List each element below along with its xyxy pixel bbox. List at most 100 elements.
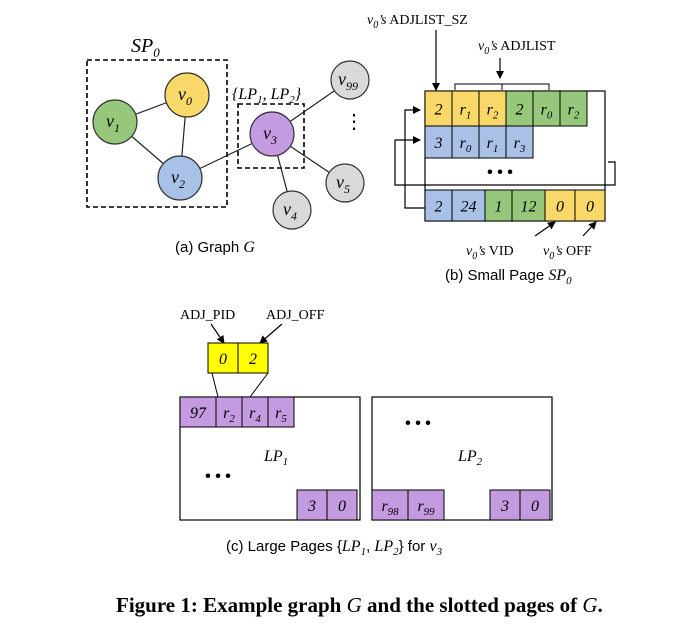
sp0-row2-cell-label-2: r1 (487, 135, 499, 155)
vertex-v1 (92, 99, 138, 145)
sp0-slot-cell-label-4: 0 (556, 199, 564, 216)
sp0-slot-cell-label-2: 1 (495, 199, 503, 216)
sp0-slot-cell-label-1: 24 (461, 199, 477, 216)
lp2-ellipsis: • • • (405, 415, 431, 432)
sp0-slot-cell-0 (424, 189, 453, 222)
label-vid: v0’s VID (466, 244, 514, 262)
label-adjlist: v0’s ADJLIST (478, 39, 556, 57)
sp0-slot-cell-4 (544, 189, 576, 222)
vertex-label-v5: v5 (336, 172, 350, 196)
lp1-slot-cell-1 (326, 489, 358, 521)
vertex-label-v3: v3 (263, 123, 277, 147)
figure-caption: Figure 1: Example graph G and the slotte… (116, 593, 603, 617)
sp0-slot-cell-5 (574, 189, 606, 222)
lp-dashed-box (237, 103, 305, 169)
lp1-row-cell-label-1: r2 (223, 405, 235, 425)
sp0-row1-cell-1 (451, 90, 480, 127)
vertex-label-v1: v1 (106, 111, 120, 135)
sp0-slot-cell-2 (484, 189, 513, 222)
sp0-row2-cell-label-1: r0 (460, 135, 472, 155)
vertex-v2 (157, 155, 203, 201)
sp0-row1-cell-2 (478, 90, 507, 127)
lp2-row-cell-1 (407, 489, 445, 521)
lp2-row: r98 r99 (371, 489, 445, 521)
lp1-row-cell-label-0: 97 (190, 405, 207, 422)
pointer-fan-right (249, 372, 269, 398)
vertex-v0 (164, 72, 210, 118)
lp2-slot-cell-1 (519, 489, 551, 521)
sp0-row1-cell-5 (559, 90, 588, 127)
lp1-slot-cell-label-1: 0 (338, 498, 346, 515)
sp0-row2-cell-3 (505, 125, 534, 159)
sp0-row1-cell-label-1: r1 (460, 102, 472, 122)
vertex-label-v99: v99 (338, 69, 358, 93)
sp0-slot-row: 2 24 1 12 0 0 (424, 189, 606, 222)
vertex-v5 (325, 163, 365, 203)
sp0-row1-cell-4 (532, 90, 561, 127)
adjlist-bracket (454, 83, 503, 90)
sp0-slot-cell-3 (511, 189, 546, 222)
sp0-row1-cell-label-2: r2 (487, 102, 499, 122)
lp2-row-cell-label-0: r98 (381, 498, 399, 518)
graph-ellipsis: ⋮ (344, 111, 364, 133)
sp0-dashed-box (86, 59, 228, 208)
lp1-row-cell-1 (215, 396, 243, 428)
arrow-off (582, 221, 597, 237)
adjlist-bracket-2 (502, 83, 550, 90)
pointer-fan-left (211, 372, 219, 398)
pointer-loop-right (394, 136, 616, 186)
arrow-vid (534, 221, 556, 237)
lp2-row-cell-0 (371, 489, 409, 521)
lp2-row-cell-label-1: r99 (417, 498, 435, 518)
vertex-label-v4: v4 (283, 199, 297, 223)
vertex-v99 (330, 60, 370, 100)
vertex-label-v2: v2 (171, 167, 185, 191)
sp0-slot-cell-label-0: 2 (435, 199, 443, 216)
graph-caption: (a) Graph G (175, 239, 255, 256)
lp1-name: LP1 (263, 448, 288, 468)
vertex-v3 (249, 111, 295, 157)
vertex-label-v0: v0 (178, 84, 192, 108)
vertex-v4 (272, 190, 312, 230)
adj-pointer-cell-label-0: 0 (219, 351, 227, 368)
graph-vertices: v0 v1 v2 v3 v4 v5 v99 (92, 60, 370, 230)
graph-panel: SP0 {LP1, LP2} v0 v1 v2 v3 v4 v5 v99 ⋮ (a) Gra… (86, 35, 370, 256)
adj-pointer-cell-1 (237, 342, 269, 374)
sp0-row2-cell-1 (451, 125, 480, 159)
label-adj-off: ADJ_OFF (266, 308, 325, 323)
sp0-row1-cell-label-3: 2 (516, 102, 524, 119)
lp1-slot-cell-label-0: 3 (307, 498, 316, 515)
label-adj-pid: ADJ_PID (180, 308, 235, 323)
sp0-slot-cell-label-5: 0 (586, 199, 594, 216)
arrow-adj-pid (210, 323, 225, 344)
lp1-row-cell-3 (267, 396, 295, 428)
small-page-caption: (b) Small Page SP0 (445, 267, 572, 287)
label-off: v0’s OFF (543, 244, 592, 262)
sp0-ellipsis: • • • (487, 164, 513, 181)
sp0-row2-cell-label-3: r3 (514, 135, 526, 155)
sp0-row2-cell-2 (478, 125, 507, 159)
sp0-slot-cell-label-3: 12 (521, 199, 537, 216)
lp1-slot-cell-0 (296, 489, 328, 521)
sp0-row1-cell-label-0: 2 (435, 102, 443, 119)
pointer-loop-left (404, 106, 425, 209)
lp2-slot-cell-label-0: 3 (500, 498, 509, 515)
sp0-label: SP0 (131, 35, 160, 60)
lp-set-label: {LP1, LP2} (232, 86, 302, 106)
lp2-name: LP2 (457, 448, 483, 468)
lp2-slot-cell-label-1: 0 (531, 498, 539, 515)
lp1-row-cell-label-3: r5 (275, 405, 287, 425)
adj-pointer-cell-label-1: 2 (249, 351, 257, 368)
sp0-row1-cell-label-5: r2 (568, 102, 580, 122)
arrow-adj-off (259, 323, 283, 344)
large-pages-caption: (c) Large Pages {LP1, LP2} for v3 (226, 538, 443, 558)
